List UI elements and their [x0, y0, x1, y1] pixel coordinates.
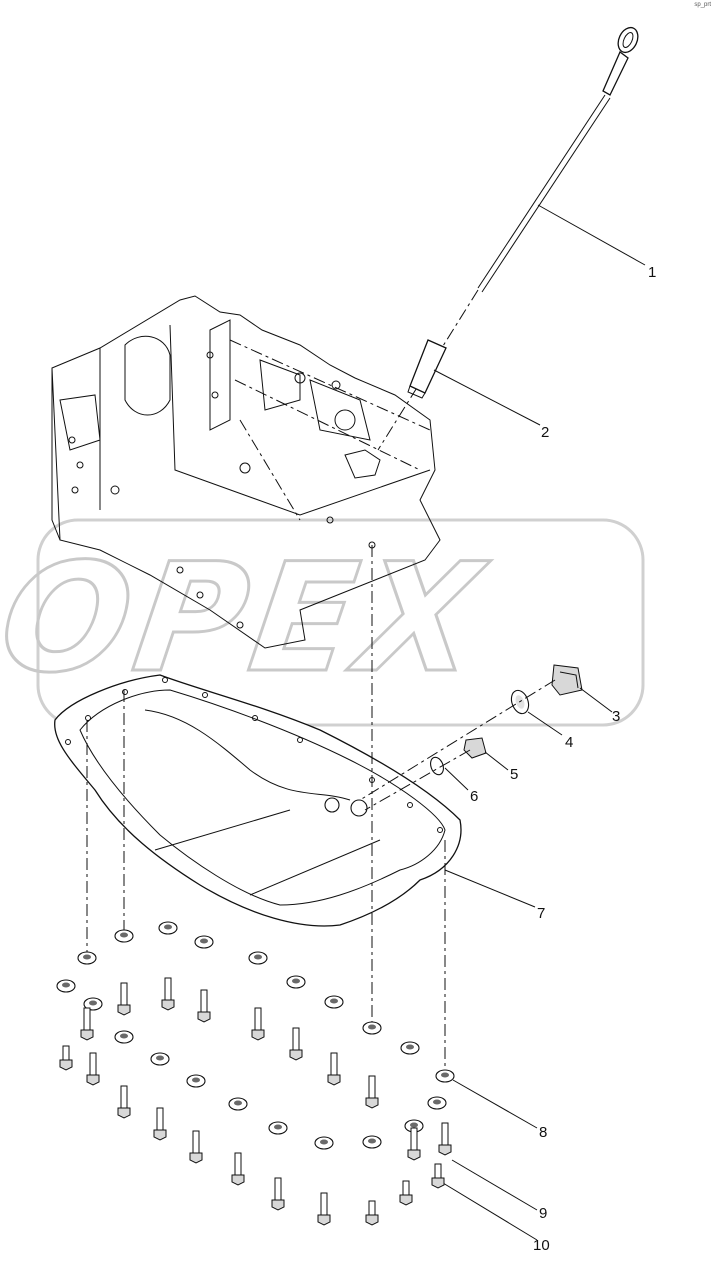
bolt [117, 982, 131, 1016]
watermark: OPEX [0, 518, 645, 727]
callout-6: 6 [470, 788, 478, 805]
callout-2: 2 [541, 424, 549, 441]
watermark-text: OPEX [0, 531, 496, 706]
assembly-lines [86, 545, 446, 1075]
bolt [438, 1122, 452, 1156]
callout-labels: 1 2 3 4 5 6 7 8 9 10 [470, 264, 656, 1254]
washer [435, 1069, 455, 1083]
washer [56, 979, 76, 993]
bolt-short [431, 1163, 445, 1189]
callout-1: 1 [648, 264, 656, 281]
washer [114, 1030, 134, 1044]
callout-10: 10 [533, 1237, 550, 1254]
bolt [289, 1027, 303, 1061]
bolt-short [399, 1180, 413, 1206]
bolt [407, 1127, 421, 1161]
washer [324, 995, 344, 1009]
washer [77, 951, 97, 965]
washer [194, 935, 214, 949]
washer [158, 921, 178, 935]
bolt [189, 1130, 203, 1164]
bolt [251, 1007, 265, 1041]
oil-pan-bolt-holes [65, 677, 443, 833]
callout-3: 3 [612, 708, 620, 725]
washer [427, 1096, 447, 1110]
washer [268, 1121, 288, 1135]
bolt [231, 1152, 245, 1186]
dipstick-tube [407, 339, 447, 399]
bolt-short [365, 1200, 379, 1226]
washer [83, 997, 103, 1011]
drain-plug-large [551, 664, 583, 696]
washer [114, 929, 134, 943]
bolt [327, 1052, 341, 1086]
bolt-short [59, 1045, 73, 1071]
washer [186, 1074, 206, 1088]
washer-group [56, 921, 455, 1150]
washer [362, 1135, 382, 1149]
washer [314, 1136, 334, 1150]
bolt [197, 989, 211, 1023]
corner-mark: sp_prt [694, 2, 711, 8]
bolt [80, 1007, 94, 1041]
washer [400, 1041, 420, 1055]
bolt [365, 1075, 379, 1109]
callout-8: 8 [539, 1124, 547, 1141]
washer [228, 1097, 248, 1111]
bolt [271, 1177, 285, 1211]
drain-plug-small [463, 737, 487, 759]
engine-block [51, 295, 441, 649]
bolt [86, 1052, 100, 1086]
washer [404, 1119, 424, 1133]
washer [286, 975, 306, 989]
washer [248, 951, 268, 965]
washer [362, 1021, 382, 1035]
bolt [117, 1085, 131, 1119]
callout-5: 5 [510, 766, 518, 783]
sealing-ring-small [430, 756, 444, 776]
bolt [161, 977, 175, 1011]
oil-pan [54, 674, 462, 927]
bolt [153, 1107, 167, 1141]
bolt [317, 1192, 331, 1226]
callout-7: 7 [537, 905, 545, 922]
callout-4: 4 [565, 734, 573, 751]
bolt-group [59, 977, 452, 1226]
leader-lines [433, 204, 646, 1241]
washer [150, 1052, 170, 1066]
callout-9: 9 [539, 1205, 547, 1222]
